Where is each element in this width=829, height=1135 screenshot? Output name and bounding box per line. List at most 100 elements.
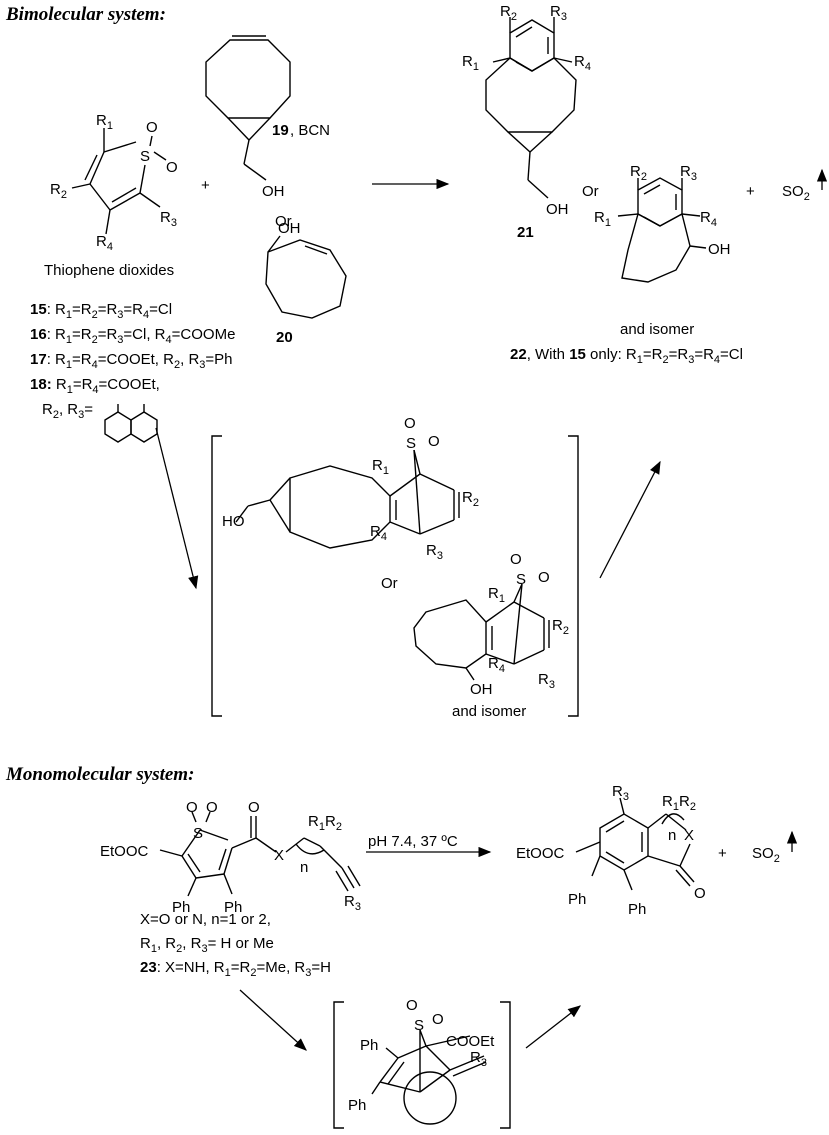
reaction-arrow	[155, 427, 199, 590]
r3-label: R3	[160, 209, 177, 229]
tethered-thiophene-dioxide	[159, 811, 361, 897]
hydroxyl-label: OH	[278, 220, 301, 237]
r1-label: R1	[594, 209, 611, 229]
oxygen-atom: O	[146, 119, 158, 136]
compound-20-number: 20	[276, 329, 293, 346]
x-atom: X	[684, 827, 694, 844]
thiophene-dioxide-structure	[71, 128, 167, 235]
r1-label: R1	[372, 457, 389, 477]
hydroxyl-label: OH	[262, 183, 285, 200]
phenyl-label: Ph	[568, 891, 586, 908]
sulfur-atom: S	[516, 571, 526, 588]
plus-sign: +	[746, 183, 755, 200]
monomolecular-header: Monomolecular system:	[5, 764, 194, 785]
plus-sign: +	[718, 845, 727, 862]
r3-label: R3	[538, 671, 555, 691]
so2-label: SO2	[782, 183, 810, 203]
right-bracket	[568, 435, 579, 717]
r4-label: R4	[96, 233, 113, 253]
compound-21-number: 21	[517, 224, 534, 241]
r4-label: R4	[700, 209, 717, 229]
r2-label: R2	[630, 163, 647, 183]
intermediate-bcn-adduct	[235, 449, 460, 549]
or-label: Or	[582, 183, 599, 200]
compound-23-def: 23: X=NH, R1=R2=Me, R3=H	[140, 959, 331, 979]
ester-label: EtOOC	[100, 843, 149, 860]
reaction-arrow	[525, 1005, 582, 1049]
condition-line-1: X=O or N, n=1 or 2,	[140, 911, 271, 928]
n-label: n	[300, 859, 308, 876]
compound-16-def: 16: R1=R2=R3=Cl, R4=COOMe	[30, 326, 235, 346]
reaction-conditions: pH 7.4, 37 ºC	[368, 833, 458, 850]
phenyl-label: Ph	[224, 899, 242, 916]
oxygen-atom: O	[404, 415, 416, 432]
r3-label: R3	[550, 3, 567, 23]
product-21-structure	[485, 17, 577, 199]
ester-label: EtOOC	[516, 845, 565, 862]
r3-label: R3	[426, 542, 443, 562]
product-22-structure	[617, 177, 707, 283]
left-bracket	[333, 1001, 344, 1129]
oxygen-atom: O	[166, 159, 178, 176]
r3-label: R3	[470, 1049, 487, 1069]
oxygen-atom: O	[510, 551, 522, 568]
naphthyl-structure	[104, 404, 158, 443]
so2-label: SO2	[752, 845, 780, 865]
hydroxyl-label: OH	[546, 201, 569, 218]
compound-15-def: 15: R1=R2=R3=R4=Cl	[30, 301, 172, 321]
r3-label: R3	[344, 893, 361, 913]
r2-label: R2	[500, 3, 517, 23]
and-isomer-label: and isomer	[452, 703, 526, 720]
r2-label: R2	[552, 617, 569, 637]
compound-19-number: 19	[272, 122, 289, 139]
thiophene-dioxides-label: Thiophene dioxides	[44, 262, 174, 279]
bimolecular-header: Bimolecular system:	[5, 4, 166, 25]
x-atom: X	[274, 847, 284, 864]
hydroxyl-label: HO	[222, 513, 245, 530]
and-isomer-label: and isomer	[620, 321, 694, 338]
sulfur-atom: S	[414, 1017, 424, 1034]
hydroxyl-label: OH	[708, 241, 731, 258]
oxygen-atom: O	[694, 885, 706, 902]
oxygen-atom: O	[186, 799, 198, 816]
sulfur-atom: S	[140, 148, 150, 165]
r4-label: R4	[488, 655, 505, 675]
condition-line-2: R1, R2, R3= H or Me	[140, 935, 274, 955]
hydroxyl-label: OH	[470, 681, 493, 698]
left-bracket	[211, 435, 222, 717]
sulfur-atom: S	[406, 435, 416, 452]
or-label: Or	[275, 213, 292, 230]
n-label: n	[668, 827, 676, 844]
tco-structure	[265, 235, 347, 319]
oxygen-atom: O	[406, 997, 418, 1014]
r4-label: R4	[574, 53, 591, 73]
sulfur-atom: S	[193, 825, 203, 842]
r1-label: R1	[96, 112, 113, 132]
r1r2-label: R1R2	[662, 793, 696, 813]
bcn-label: , BCN	[290, 122, 330, 139]
phenyl-label: Ph	[172, 899, 190, 916]
ester-label: COOEt	[446, 1033, 495, 1050]
r1r2-label: R1R2	[308, 813, 342, 833]
oxygen-atom: O	[538, 569, 550, 586]
phenyl-label: Ph	[360, 1037, 378, 1054]
plus-sign: +	[201, 177, 210, 194]
compound-22-def: 22, With 15 only: R1=R2=R3=R4=Cl	[510, 346, 743, 366]
phenyl-label: Ph	[628, 901, 646, 918]
phenyl-label: Ph	[348, 1097, 366, 1114]
r2-label: R2	[462, 489, 479, 509]
r3-label: R3	[612, 783, 629, 803]
reaction-arrow	[239, 989, 307, 1051]
r1-label: R1	[462, 53, 479, 73]
cyclized-product	[575, 797, 695, 891]
r4-label: R4	[370, 523, 387, 543]
r2-label: R2	[50, 181, 67, 201]
r1-label: R1	[488, 585, 505, 605]
bcn-structure	[205, 35, 291, 181]
oxygen-atom: O	[206, 799, 218, 816]
right-bracket	[500, 1001, 511, 1129]
compound-17-def: 17: R1=R4=COOEt, R2, R3=Ph	[30, 351, 233, 371]
compound-18-def: 18: R1=R4=COOEt,	[30, 376, 160, 396]
oxygen-atom: O	[248, 799, 260, 816]
